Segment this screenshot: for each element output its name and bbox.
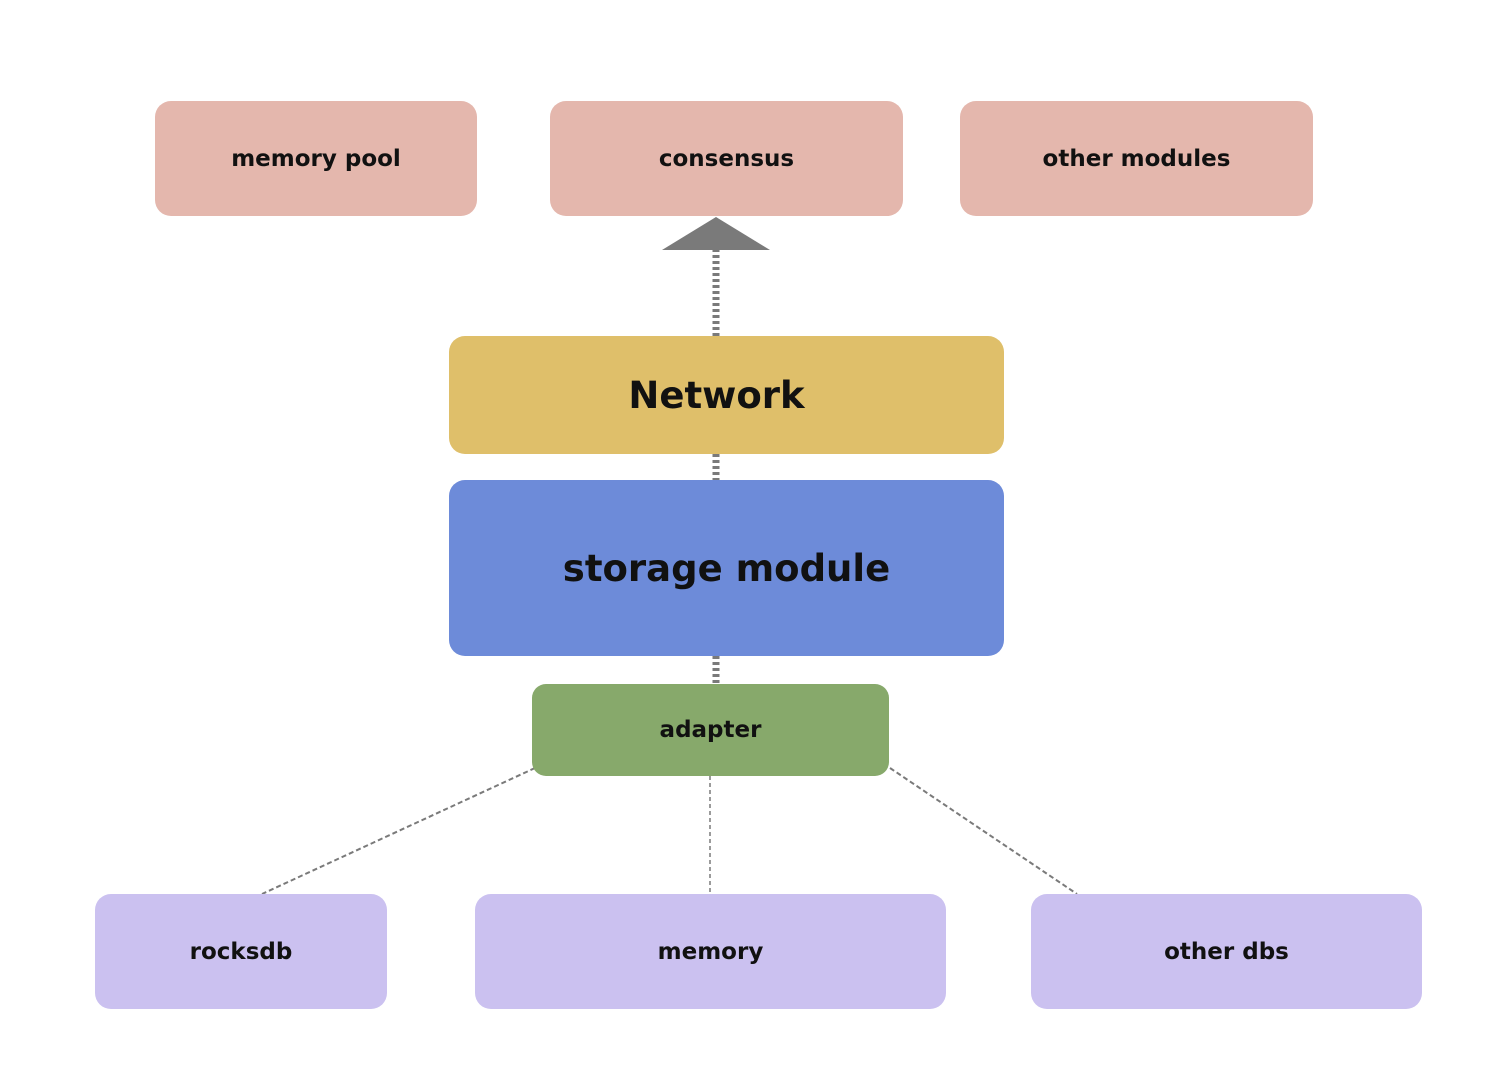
other-dbs-box: other dbs: [1031, 894, 1422, 1009]
rocksdb-label: rocksdb: [189, 938, 293, 965]
consensus-label: consensus: [658, 145, 795, 172]
adapter-to-other-dbs-connector: [889, 767, 1078, 895]
memory-pool-label: memory pool: [231, 145, 401, 172]
other-modules-box: other modules: [960, 101, 1313, 216]
memory-db-box: memory: [475, 894, 946, 1009]
storage-module-label: storage module: [562, 546, 891, 590]
adapter-label: adapter: [659, 717, 762, 743]
adapter-to-rocksdb-connector: [261, 767, 536, 895]
arrowhead-up-icon: [662, 217, 770, 250]
network-box: Network: [449, 336, 1004, 454]
memory-pool-box: memory pool: [155, 101, 477, 216]
rocksdb-box: rocksdb: [95, 894, 387, 1009]
consensus-box: consensus: [550, 101, 903, 216]
other-modules-label: other modules: [1042, 145, 1231, 172]
storage-module-box: storage module: [449, 480, 1004, 656]
memory-db-label: memory: [657, 938, 764, 965]
adapter-box: adapter: [532, 684, 889, 776]
network-label: Network: [628, 373, 805, 417]
other-dbs-label: other dbs: [1164, 938, 1289, 965]
